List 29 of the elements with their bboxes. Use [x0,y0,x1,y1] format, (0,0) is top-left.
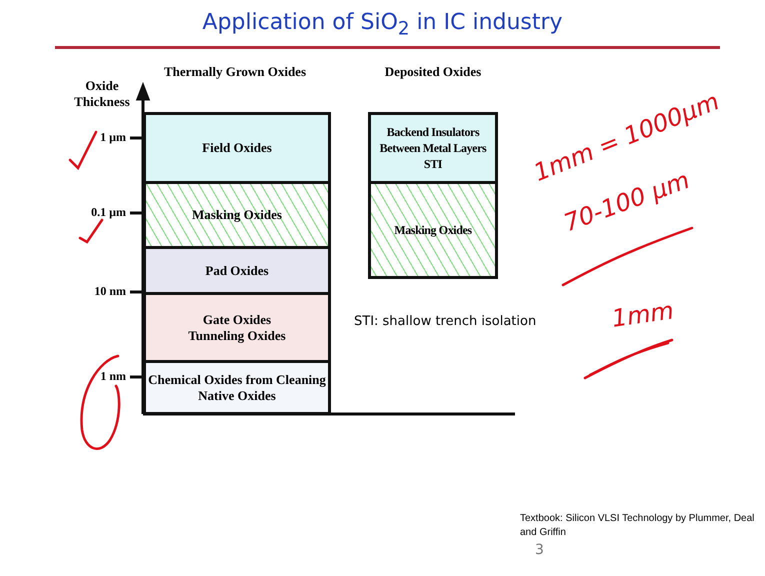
band-label: Native Oxides [198,388,276,404]
tick-label: 1 µm [99,130,126,145]
oxide-band [368,112,498,184]
slide-title: Application of SiO$_{2}$ in IC industry [201,10,564,40]
oxide-band [368,181,498,279]
axis-title: Oxide Thickness [73,78,131,110]
band-label: Field Oxides [202,140,272,156]
band-label: Masking Oxides [192,207,282,223]
band-label: Masking Oxides [394,222,472,238]
oxide-band [143,112,331,184]
page-number: 3 [535,542,545,558]
tick-label: 0.1 µm [90,205,126,220]
band-label: Chemical Oxides from Cleaning [148,372,326,388]
oxide-band [143,246,331,295]
oxide-band [143,181,331,249]
oxide-band [143,292,331,363]
band-label: Tunneling Oxides [188,328,286,344]
note: STI: shallow trench isolation [354,314,538,329]
band-label: Backend Insulators Between Metal Layers [378,124,488,156]
handwritten-note: 1mm [610,296,676,333]
band-label: STI [424,156,442,172]
source-note: Textbook: Silicon VLSI Technology by Plummer, Deal and Griffin [520,512,756,540]
band-label: Pad Oxides [205,262,269,278]
column-heading: Deposited Oxides [384,64,482,80]
column-heading: Thermally Grown Oxides [162,64,308,80]
tick-label: 10 nm [93,284,126,299]
band-label: Gate Oxides [202,312,272,328]
oxide-band [143,360,331,415]
tick-label: 1 nm [99,369,126,384]
